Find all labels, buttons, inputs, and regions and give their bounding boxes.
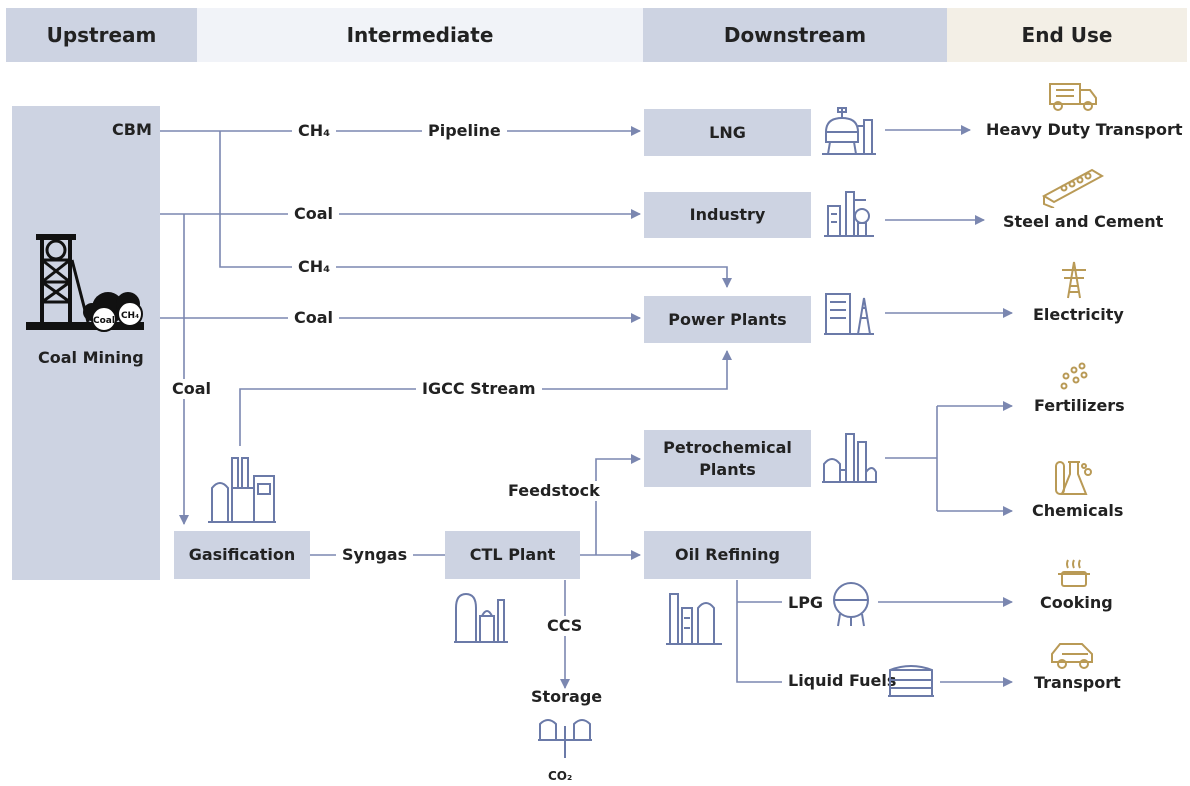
header-end-use: End Use: [947, 8, 1187, 62]
flow-label-coal-power: Coal: [288, 308, 340, 328]
petrochemical-line-2: Plants: [699, 459, 756, 479]
car-icon: [1051, 643, 1093, 669]
flow-label-liquid-fuels: Liquid Fuels: [782, 671, 903, 691]
power-plant-icon: [824, 293, 874, 335]
factory-icon: [824, 191, 874, 237]
end-electricity: Electricity: [1033, 305, 1124, 324]
coal-badge-text: Coal: [93, 316, 115, 326]
flow-label-ch4-pipeline: CH₄: [292, 121, 337, 141]
flow-label-ccs: CCS: [541, 616, 589, 636]
node-power-plants: Power Plants: [644, 296, 811, 343]
petrochemical-line-1: Petrochemical: [663, 437, 792, 457]
granules-icon: [1060, 362, 1088, 390]
coal-mining-label: Coal Mining: [38, 348, 144, 367]
end-fertilizers: Fertilizers: [1034, 396, 1125, 415]
ctl-plant-icon: [454, 592, 508, 643]
end-cooking: Cooking: [1040, 593, 1113, 612]
node-industry: Industry: [644, 192, 811, 238]
flow-label-lpg: LPG: [782, 593, 830, 613]
power-tower-icon: [1062, 261, 1086, 299]
end-chemicals: Chemicals: [1032, 501, 1124, 520]
coal-mine-icon: Coal CH₄: [26, 234, 144, 332]
steel-beam-icon: [1041, 168, 1105, 208]
header-downstream: Downstream: [643, 8, 947, 62]
node-lng: LNG: [644, 109, 811, 156]
lng-plant-icon: [822, 107, 876, 155]
flow-label-pipeline: Pipeline: [422, 121, 507, 141]
ch4-badge-text: CH₄: [121, 311, 139, 321]
gasifier-icon: [208, 457, 276, 523]
flow-label-igcc: IGCC Stream: [416, 379, 542, 399]
end-heavy-duty-transport: Heavy Duty Transport: [986, 120, 1183, 139]
node-petrochemical-plants: Petrochemical Plants: [644, 430, 811, 487]
refinery-icon: [666, 593, 722, 645]
node-ctl-plant: CTL Plant: [445, 531, 580, 579]
co2-storage-icon: [538, 719, 592, 758]
flow-label-feedstock: Feedstock: [502, 481, 606, 501]
pressure-sphere-icon: [833, 582, 869, 627]
header-intermediate: Intermediate: [197, 8, 643, 62]
co2-label: CO₂: [548, 769, 573, 783]
flow-label-coal-industry: Coal: [288, 204, 340, 224]
cbm-label: CBM: [112, 120, 152, 139]
flow-label-syngas: Syngas: [336, 545, 414, 565]
lab-flask-icon: [1055, 461, 1092, 495]
end-transport: Transport: [1034, 673, 1121, 692]
flow-label-coal-gasification: Coal: [166, 379, 218, 399]
node-oil-refining: Oil Refining: [644, 531, 811, 579]
flow-label-ch4-power: CH₄: [292, 257, 337, 277]
fuel-tank-icon: [888, 665, 934, 697]
node-gasification: Gasification: [174, 531, 310, 579]
end-steel-cement: Steel and Cement: [1003, 212, 1164, 231]
truck-icon: [1049, 83, 1097, 111]
header-upstream: Upstream: [6, 8, 197, 62]
petrochemical-icon: [822, 433, 877, 483]
upstream-panel: [12, 106, 160, 580]
cooking-pot-icon: [1058, 559, 1090, 587]
node-storage: Storage: [531, 687, 603, 706]
